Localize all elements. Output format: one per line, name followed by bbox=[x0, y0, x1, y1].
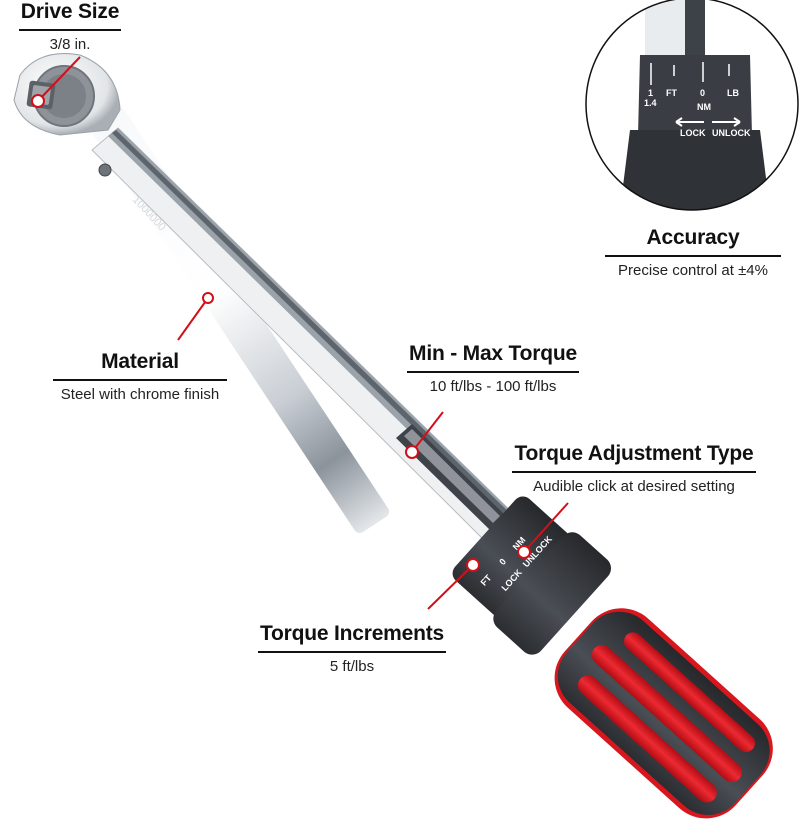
material-title: Material bbox=[53, 350, 227, 381]
callout-increments: Torque Increments 5 ft/lbs bbox=[252, 622, 452, 675]
material-value: Steel with chrome finish bbox=[60, 386, 220, 403]
accuracy-value: Precise control at ±4% bbox=[618, 262, 768, 279]
handle-grip bbox=[554, 608, 773, 819]
callout-adjustment-type: Torque Adjustment Type Audible click at … bbox=[500, 442, 768, 495]
chrome-shaft: 1000000 bbox=[91, 127, 521, 549]
svg-text:LOCK: LOCK bbox=[680, 128, 706, 138]
svg-text:LB: LB bbox=[727, 88, 739, 98]
callout-material: Material Steel with chrome finish bbox=[40, 350, 240, 403]
min-max-torque-title: Min - Max Torque bbox=[407, 342, 579, 373]
increments-marker bbox=[466, 558, 480, 572]
svg-text:UNLOCK: UNLOCK bbox=[712, 128, 751, 138]
increments-title: Torque Increments bbox=[257, 622, 447, 653]
svg-text:0: 0 bbox=[700, 88, 705, 98]
adjustment-collar: FT 0 NM LOCK UNLOCK bbox=[452, 496, 611, 655]
callout-accuracy: Accuracy Precise control at ±4% bbox=[598, 226, 788, 279]
increments-value: 5 ft/lbs bbox=[329, 658, 375, 675]
ratchet-head bbox=[13, 53, 121, 136]
callout-drive-size: Drive Size 3/8 in. bbox=[10, 0, 130, 53]
adjustment-type-title: Torque Adjustment Type bbox=[512, 442, 756, 473]
callout-min-max-torque: Min - Max Torque 10 ft/lbs - 100 ft/lbs bbox=[398, 342, 588, 395]
drive-size-value: 3/8 in. bbox=[49, 36, 91, 53]
min-max-torque-value: 10 ft/lbs - 100 ft/lbs bbox=[429, 378, 557, 395]
accuracy-zoom-inset: 1 FT 0 LB 1.4 NM LOCK UNLOCK bbox=[585, 0, 799, 211]
drive-size-marker bbox=[31, 94, 45, 108]
callout-connectors bbox=[31, 56, 569, 610]
accuracy-title: Accuracy bbox=[604, 226, 782, 257]
adjustment-type-value: Audible click at desired setting bbox=[533, 478, 735, 495]
drive-size-title: Drive Size bbox=[18, 0, 122, 31]
svg-text:0: 0 bbox=[497, 556, 508, 566]
svg-text:1.4: 1.4 bbox=[644, 98, 657, 108]
svg-text:NM: NM bbox=[697, 102, 711, 112]
svg-text:1: 1 bbox=[648, 88, 653, 98]
material-marker bbox=[202, 292, 214, 304]
adjustment-type-marker bbox=[517, 545, 531, 559]
svg-text:FT: FT bbox=[666, 88, 677, 98]
min-max-torque-marker bbox=[405, 445, 419, 459]
